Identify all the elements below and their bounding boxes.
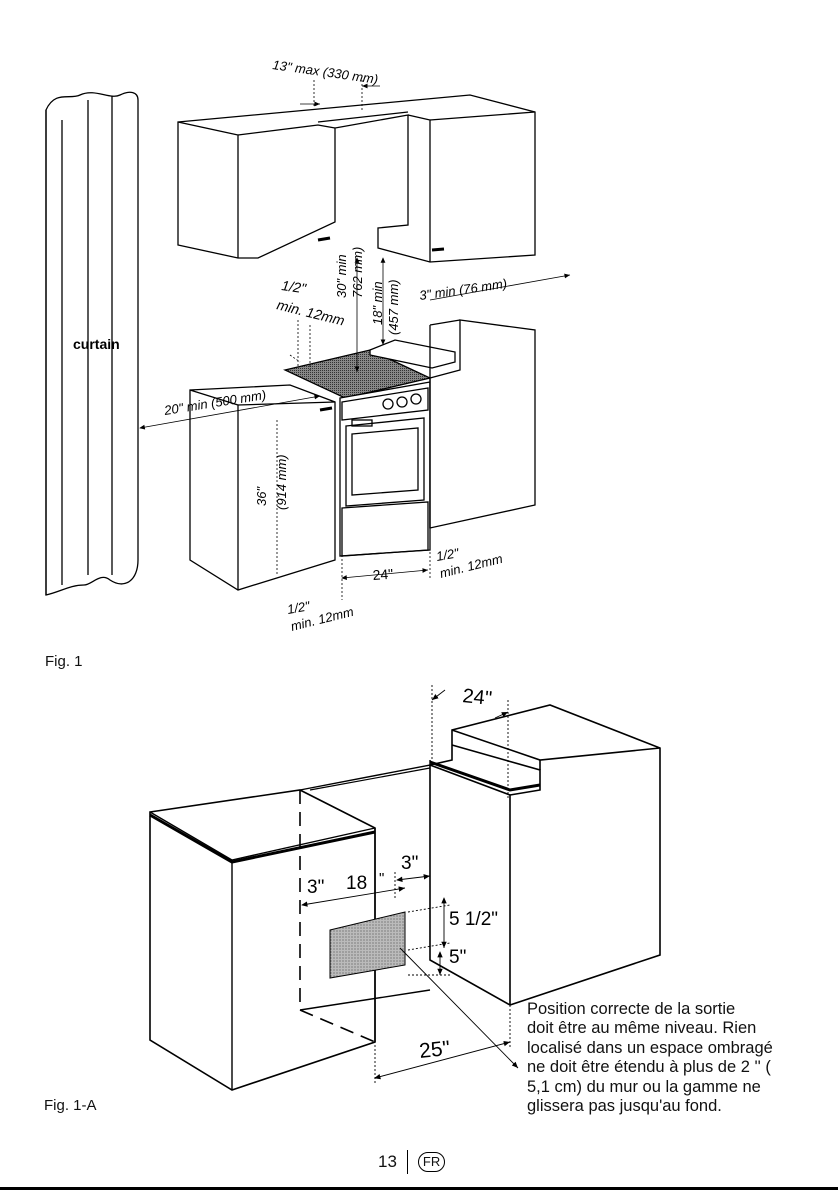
fig1-dim-18: 18" min — [370, 281, 385, 325]
figure-1-drawing — [45, 80, 571, 600]
fig1-dim-36: 36" — [254, 486, 269, 506]
note-line: localisé dans un espace ombragé — [527, 1038, 773, 1057]
page-number: 13 — [378, 1152, 397, 1171]
fig1-dim-top: 13" max (330 mm) — [272, 57, 380, 87]
range-cooker — [283, 349, 432, 557]
page-footer: 13 FR — [378, 1150, 446, 1174]
upper-cabinets — [177, 94, 536, 263]
note-line: doit être au même niveau. Rien — [527, 1019, 757, 1038]
right-base-cabinet — [369, 319, 536, 529]
fig1-dim-762: 762 mm) — [350, 247, 365, 298]
figure-1a-caption: Fig. 1-A — [44, 1097, 97, 1114]
fig1-dimension-lines — [139, 80, 571, 600]
fig1a-dim-24: 24" — [461, 685, 492, 710]
fig1-dim-half-bottom-right-a: 1/2" — [435, 545, 461, 564]
figure-1a-labels: 24" 3" 18 " 3" 5 1/2" 5" 25" — [307, 685, 498, 1063]
fig1-dim-half-bottom-left-a: 1/2" — [286, 598, 312, 617]
outlet-position-note: Position correcte de la sortie doit être… — [527, 1000, 827, 1116]
fig1a-dim-18: 18 — [346, 873, 367, 894]
electrical-outlet-zone — [329, 911, 406, 979]
note-line: 5,1 cm) du mur ou la gamme ne — [527, 1077, 761, 1096]
fig1-dim-914: (914 mm) — [274, 454, 289, 510]
note-line: ne doit être étendu à plus de 2 '' ( — [527, 1058, 771, 1077]
curtain-label: curtain — [73, 336, 120, 352]
note-line: Position correcte de la sortie — [527, 1000, 736, 1018]
figure-1a-drawing — [149, 704, 661, 1091]
fig1-dim-half-left-a: 1/2" — [281, 277, 308, 296]
fig1-dim-half-left-b: min. 12mm — [275, 296, 346, 328]
fig1a-dim-3-right: 3" — [401, 853, 418, 874]
figure-1-caption: Fig. 1 — [45, 653, 83, 670]
bottom-rule — [0, 1187, 838, 1190]
figure-1a-dimension-lines — [301, 685, 519, 1085]
language-badge: FR — [417, 1152, 446, 1172]
fig1a-dim-5-half: 5 1/2" — [449, 909, 498, 930]
fig1a-dim-25: 25" — [418, 1037, 451, 1063]
footer-divider — [406, 1150, 408, 1174]
fig1-dim-30: 30" min — [334, 254, 349, 298]
fig1-dim-24: 24" — [372, 566, 394, 583]
fig1a-dim-18-quote: " — [379, 870, 384, 887]
curtain-drawing — [45, 91, 139, 596]
fig1-dim-457: (457 mm) — [386, 279, 401, 335]
fig1-dim-3-right: 3" min (76 mm) — [418, 276, 508, 303]
fig1a-dim-5: 5" — [449, 947, 466, 968]
note-line: glissera pas jusqu'au fond. — [527, 1097, 722, 1116]
fig1a-dim-3-left: 3" — [307, 877, 324, 898]
